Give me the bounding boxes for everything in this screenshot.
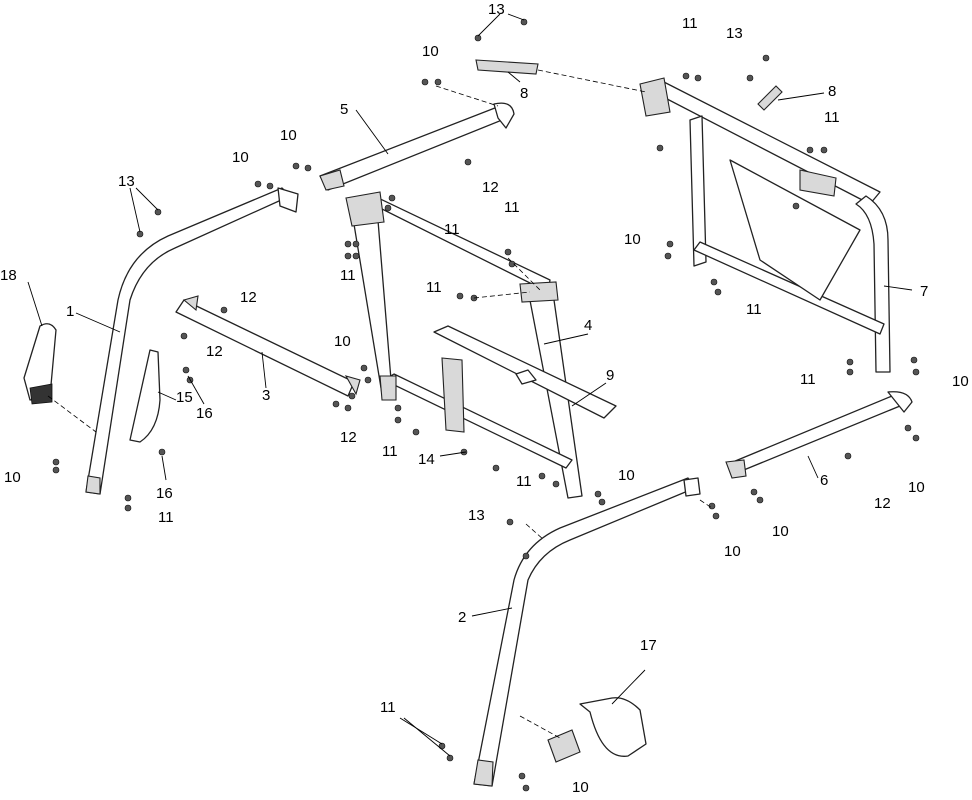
small-bracket-right xyxy=(757,85,783,111)
callout-10-i: 10 xyxy=(908,479,925,496)
fastener-hardware xyxy=(52,18,920,792)
callout-11-b: 11 xyxy=(824,109,840,126)
callout-13-b: 13 xyxy=(726,25,743,42)
callout-11-i: 11 xyxy=(158,509,174,526)
callout-10-j: 10 xyxy=(952,373,969,390)
callout-17: 17 xyxy=(640,637,657,654)
callout-12-a: 12 xyxy=(482,179,499,196)
rear-frame xyxy=(639,77,891,373)
callout-18: 18 xyxy=(0,267,17,284)
callout-1: 1 xyxy=(66,303,74,320)
callout-14: 14 xyxy=(418,451,435,468)
callout-10-a: 10 xyxy=(422,43,439,60)
callout-11-g: 11 xyxy=(382,443,398,460)
callout-12-e: 12 xyxy=(874,495,891,512)
callout-11-j: 11 xyxy=(746,301,762,318)
callout-11-l: 11 xyxy=(380,699,396,716)
callout-9: 9 xyxy=(606,367,614,384)
callout-11-a: 11 xyxy=(682,15,698,32)
callout-3: 3 xyxy=(262,387,270,404)
callout-10-l: 10 xyxy=(572,779,589,796)
callout-16-a: 16 xyxy=(196,405,213,422)
callout-11-h: 11 xyxy=(516,473,532,490)
upper-rear-bar xyxy=(319,102,515,191)
callout-7: 7 xyxy=(920,283,928,300)
side-bracket xyxy=(129,349,161,443)
callout-16-b: 16 xyxy=(156,485,173,502)
lower-cross-bar xyxy=(175,295,361,397)
callout-11-k: 11 xyxy=(800,371,816,388)
callout-12-d: 12 xyxy=(340,429,357,446)
front-right-roll-bar xyxy=(473,477,701,787)
callout-2: 2 xyxy=(458,609,466,626)
callout-6: 6 xyxy=(820,472,828,489)
callout-13-c: 13 xyxy=(118,173,135,190)
rear-right-bar xyxy=(725,391,913,479)
callout-11-e: 11 xyxy=(340,267,356,284)
callout-10-c: 10 xyxy=(232,149,249,166)
callout-10-g: 10 xyxy=(724,543,741,560)
callout-13-a: 13 xyxy=(488,1,505,18)
callout-10-b: 10 xyxy=(280,127,297,144)
callout-8-right: 8 xyxy=(828,83,836,100)
callout-leader-lines xyxy=(27,13,913,757)
callout-10-f: 10 xyxy=(618,467,635,484)
side-mirror xyxy=(547,697,647,763)
callout-5: 5 xyxy=(340,101,348,118)
callout-10-d: 10 xyxy=(334,333,351,350)
callout-15: 15 xyxy=(176,389,193,406)
front-left-roll-bar xyxy=(85,187,299,495)
callout-11-f: 11 xyxy=(426,279,442,296)
assembly-guide-lines xyxy=(47,69,713,739)
callout-11-d: 11 xyxy=(504,199,520,216)
small-bracket-left xyxy=(475,59,539,75)
grab-handle xyxy=(23,323,57,405)
net-support-bar xyxy=(433,325,617,433)
callout-4: 4 xyxy=(584,317,592,334)
callout-11-c: 11 xyxy=(444,221,460,238)
callout-10-h: 10 xyxy=(772,523,789,540)
callout-12-b: 12 xyxy=(240,289,257,306)
callout-10-k: 10 xyxy=(624,231,641,248)
callout-13-d: 13 xyxy=(468,507,485,524)
callout-12-c: 12 xyxy=(206,343,223,360)
callout-8-left: 8 xyxy=(520,85,528,102)
callout-10-e: 10 xyxy=(4,469,21,486)
